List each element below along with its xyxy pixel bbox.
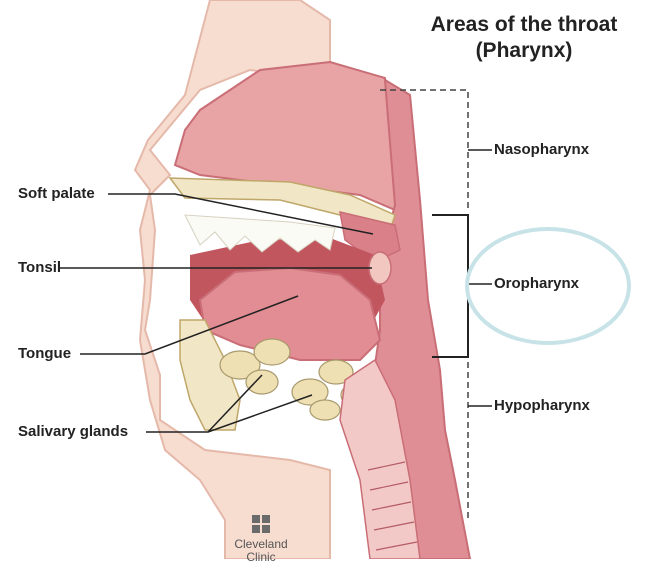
tonsil-shape: [369, 252, 391, 284]
label-soft-palate: Soft palate: [18, 185, 95, 202]
title-line-1: Areas of the throat: [409, 12, 639, 38]
oropharynx-bracket: [432, 215, 468, 357]
label-oropharynx: Oropharynx: [494, 275, 579, 292]
label-nasopharynx: Nasopharynx: [494, 141, 589, 158]
logo-name-cut: Clinic: [221, 551, 301, 564]
label-salivary-glands: Salivary glands: [18, 423, 128, 440]
label-tonsil: Tonsil: [18, 259, 61, 276]
diagram-title: Areas of the throat (Pharynx): [409, 12, 639, 64]
label-hypopharynx: Hypopharynx: [494, 397, 590, 414]
title-line-2: (Pharynx): [409, 38, 639, 64]
label-tongue: Tongue: [18, 345, 71, 362]
cleveland-clinic-logo-text: Cleveland Clinic: [221, 538, 301, 564]
